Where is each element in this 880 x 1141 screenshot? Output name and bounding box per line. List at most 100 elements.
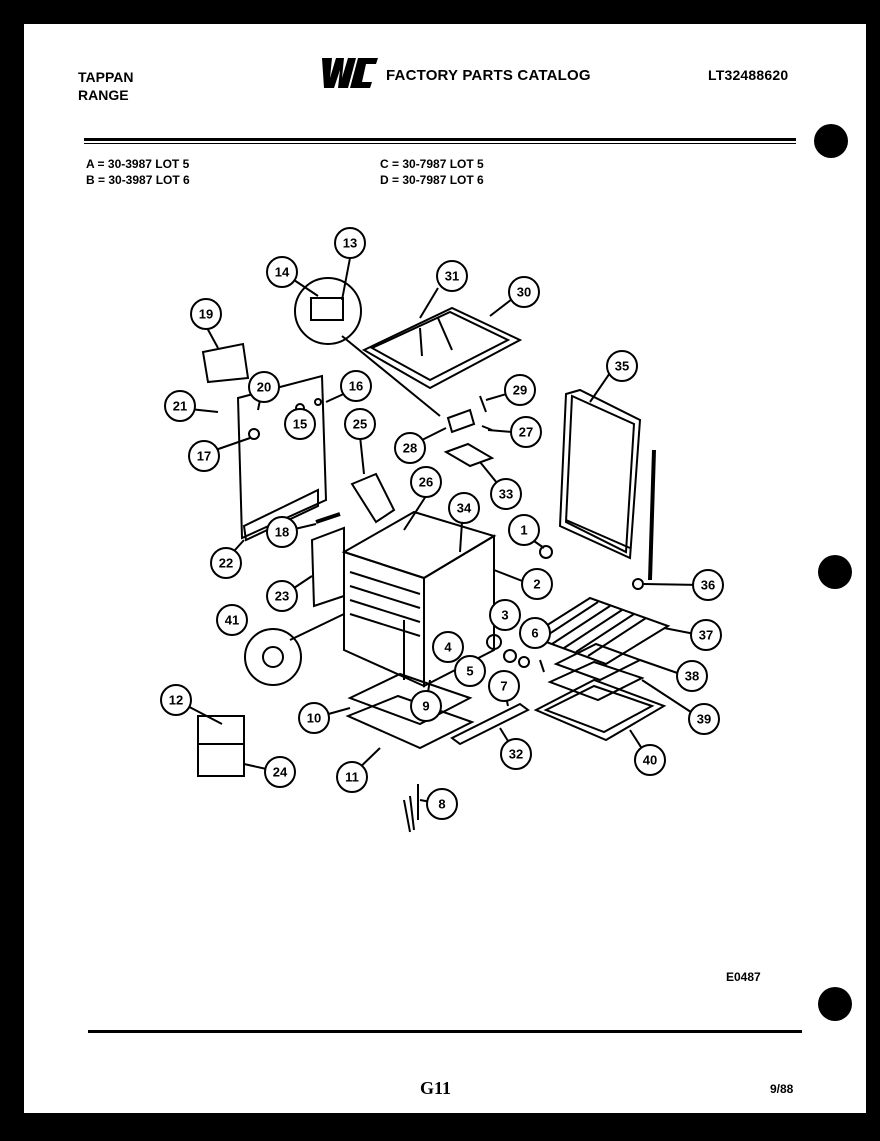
callout-7: 7 (488, 670, 520, 702)
svg-text:36: 36 (701, 578, 715, 593)
svg-text:6: 6 (531, 626, 538, 641)
part-duct-25 (350, 472, 396, 524)
callout-31: 31 (436, 260, 468, 292)
wci-logo (322, 58, 378, 88)
inset-box-12-24 (197, 715, 245, 777)
callout-labels: 1 2 3 4 5 6 7 8 9 10 11 12 13 14 15 16 1… (160, 227, 724, 820)
svg-text:10: 10 (307, 711, 321, 726)
svg-text:25: 25 (353, 417, 367, 432)
callout-19: 19 (190, 298, 222, 330)
svg-text:12: 12 (169, 693, 183, 708)
svg-text:18: 18 (275, 525, 289, 540)
callout-29: 29 (504, 374, 536, 406)
svg-text:16: 16 (349, 379, 363, 394)
svg-text:8: 8 (438, 797, 445, 812)
part-oven-rack-37 (527, 596, 671, 666)
callout-9: 9 (410, 690, 442, 722)
svg-text:33: 33 (499, 487, 513, 502)
svg-text:34: 34 (457, 501, 472, 516)
part-cooktop-30 (361, 306, 523, 390)
svg-text:39: 39 (697, 712, 711, 727)
part-side-panel-35 (558, 388, 642, 560)
callout-35: 35 (606, 350, 638, 382)
svg-text:15: 15 (293, 417, 307, 432)
callout-3: 3 (489, 599, 521, 631)
part-back-panel-16 (236, 374, 328, 540)
svg-text:35: 35 (615, 359, 629, 374)
svg-text:26: 26 (419, 475, 433, 490)
callout-10: 10 (298, 702, 330, 734)
svg-text:22: 22 (219, 556, 233, 571)
punch-hole-bottom (818, 987, 852, 1021)
callout-26: 26 (410, 466, 442, 498)
detail-circle-41 (244, 628, 302, 686)
part-36 (632, 578, 644, 590)
svg-text:27: 27 (519, 425, 533, 440)
lot-b: B = 30-3987 LOT 6 (86, 173, 190, 187)
callout-32: 32 (500, 738, 532, 770)
svg-text:1: 1 (520, 523, 527, 538)
callout-28: 28 (394, 432, 426, 464)
callout-23: 23 (266, 580, 298, 612)
detail-circle-13-14 (294, 277, 362, 345)
svg-text:40: 40 (643, 753, 657, 768)
callout-39: 39 (688, 703, 720, 735)
callout-15: 15 (284, 408, 316, 440)
callout-40: 40 (634, 744, 666, 776)
revision-date: 9/88 (770, 1082, 794, 1096)
brand-name: TAPPAN (78, 69, 134, 85)
part-base-11 (345, 694, 475, 750)
callout-41: 41 (216, 604, 248, 636)
part-frame-23 (310, 526, 345, 608)
callout-5: 5 (454, 655, 486, 687)
callout-6: 6 (519, 617, 551, 649)
punch-hole-top (814, 124, 848, 158)
header-rule-thin (84, 143, 796, 144)
callout-13: 13 (334, 227, 366, 259)
svg-text:13: 13 (343, 236, 357, 251)
part-rail-32 (450, 702, 530, 746)
svg-text:19: 19 (199, 307, 213, 322)
callout-17: 17 (188, 440, 220, 472)
svg-text:24: 24 (273, 765, 288, 780)
part-33 (443, 442, 495, 468)
callout-12: 12 (160, 684, 192, 716)
part-bottom-tray-10 (347, 672, 473, 726)
svg-text:29: 29 (513, 383, 527, 398)
svg-text:41: 41 (225, 613, 239, 628)
svg-text:31: 31 (445, 269, 459, 284)
callout-16: 16 (340, 370, 372, 402)
svg-text:2: 2 (533, 577, 540, 592)
callout-14: 14 (266, 256, 298, 288)
svg-text:20: 20 (257, 380, 271, 395)
lot-list-left: A = 30-3987 LOT 5 B = 30-3987 LOT 6 (86, 156, 190, 188)
catalog-title: FACTORY PARTS CATALOG (386, 67, 591, 84)
part-28 (446, 408, 476, 434)
footer-rule (88, 1030, 802, 1033)
svg-text:28: 28 (403, 441, 417, 456)
part-3 (486, 634, 502, 650)
header-rule (84, 138, 796, 141)
brand-block: TAPPAN RANGE (78, 68, 133, 104)
callout-30: 30 (508, 276, 540, 308)
callout-22: 22 (210, 547, 242, 579)
svg-text:3: 3 (501, 608, 508, 623)
callout-34: 34 (448, 492, 480, 524)
svg-text:9: 9 (422, 699, 429, 714)
part-drip-pan-40 (533, 678, 667, 742)
callout-37: 37 (690, 619, 722, 651)
callout-24: 24 (264, 756, 296, 788)
svg-text:30: 30 (517, 285, 531, 300)
callout-27: 27 (510, 416, 542, 448)
svg-text:5: 5 (466, 664, 473, 679)
svg-text:7: 7 (500, 679, 507, 694)
callout-11: 11 (336, 761, 368, 793)
part-1 (539, 545, 553, 559)
callout-18: 18 (266, 516, 298, 548)
part-igniter-8 (403, 799, 411, 833)
svg-text:17: 17 (197, 449, 211, 464)
punch-hole-middle (818, 555, 852, 589)
lot-c: C = 30-7987 LOT 5 (380, 157, 484, 171)
